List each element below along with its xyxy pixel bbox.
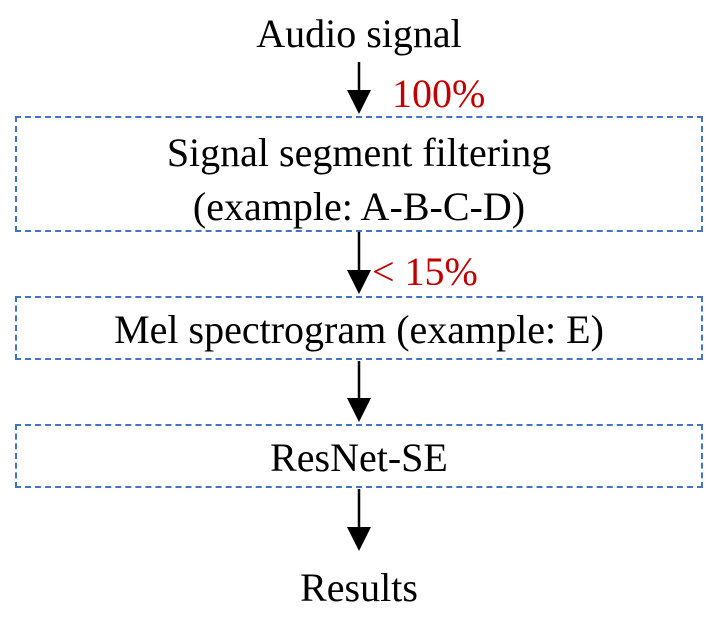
step-signal-segment-filtering: Signal segment filtering (example: A-B-C… [15,116,703,232]
input-label: Audio signal [256,11,462,56]
step-1-line-1: Signal segment filtering [166,130,552,175]
arrow-resnet-to-results [347,489,371,551]
percent-filtering-to-mel-text: < 15% [372,249,478,294]
step-mel-spectrogram: Mel spectrogram (example: E) [15,296,703,360]
percent-filtering-to-mel: < 15% [372,252,478,292]
percent-input-to-filtering-text: 100% [392,71,486,116]
arrow-input-to-filtering [347,62,371,114]
output-label: Results [300,565,418,610]
percent-input-to-filtering: 100% [392,74,485,114]
step-3-line-1: ResNet-SE [270,435,448,480]
step-2-line-1: Mel spectrogram (example: E) [114,307,604,352]
step-resnet-se: ResNet-SE [15,424,703,488]
step-1-line-2: (example: A-B-C-D) [192,184,526,229]
arrow-mel-to-resnet [347,361,371,422]
arrow-filtering-to-mel [347,232,371,294]
